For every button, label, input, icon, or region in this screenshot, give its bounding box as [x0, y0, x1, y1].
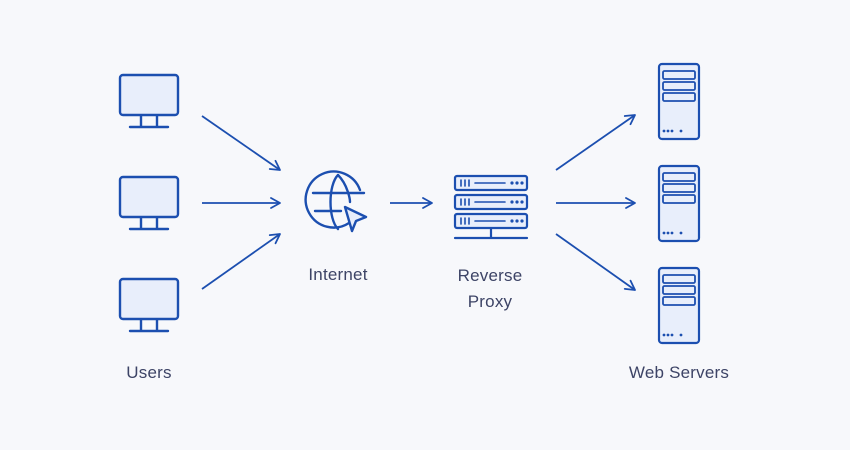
arrow-user3-to-internet [201, 233, 281, 290]
users-label: Users [126, 363, 172, 382]
user-computer-icon-3 [118, 277, 180, 333]
arrow-proxy-to-server1 [555, 114, 636, 171]
arrow-user1-to-internet [201, 115, 281, 171]
reverse-proxy-label-line1: Reverse [457, 266, 523, 285]
web-server-icon-3 [657, 266, 701, 345]
reverse-proxy-label: Reverse Proxy [440, 263, 540, 315]
web-server-icon-2 [657, 164, 701, 243]
web-server-icon-1 [657, 62, 701, 141]
user-computer-icon-2 [118, 175, 180, 231]
internet-label: Internet [308, 265, 368, 284]
web-servers-label: Web Servers [628, 363, 730, 382]
user-computer-icon-1 [118, 73, 180, 129]
arrow-proxy-to-server3 [555, 233, 636, 291]
reverse-proxy-label-line2: Proxy [467, 292, 513, 311]
server-rack-icon [453, 174, 529, 240]
globe-cursor-icon [304, 170, 368, 233]
